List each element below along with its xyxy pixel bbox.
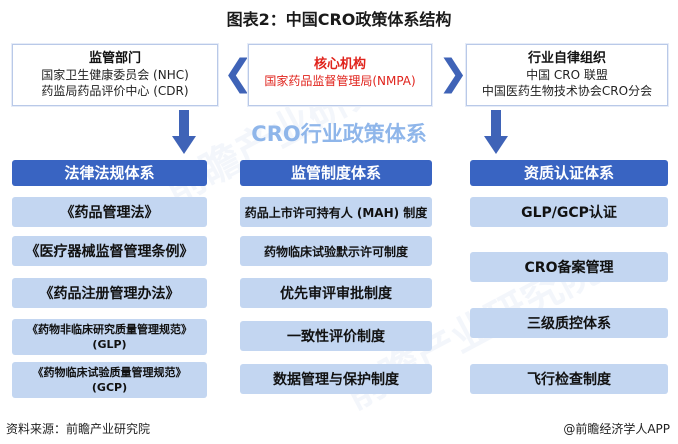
chevron-right-icon: ❯: [438, 53, 469, 94]
core-agency-heading: 核心机构: [313, 57, 366, 72]
down-arrow-icon: [172, 110, 196, 154]
regulatory-item-label: 一致性评价制度: [287, 329, 385, 345]
legal-item: 《药品管理法》: [12, 197, 207, 227]
regulatory-item: 优先审评审批制度: [240, 278, 432, 308]
column-header-qualification: 资质认证体系: [470, 160, 668, 186]
footer-brand-text: @前瞻经济学人APP: [563, 422, 670, 436]
qualification-item: 三级质控体系: [470, 308, 668, 338]
chart-title: 图表2：中国CRO政策体系结构: [226, 10, 452, 29]
regulatory-item-label: 优先审评审批制度: [280, 286, 392, 302]
legal-item: 《医疗器械监督管理条例》: [12, 236, 207, 266]
regulatory-item-label: 数据管理与保护制度: [273, 372, 399, 388]
column-header-legal: 法律法规体系: [12, 160, 207, 186]
regulatory-item: 一致性评价制度: [240, 321, 432, 351]
regulator-heading: 监管部门: [88, 51, 141, 66]
legal-item: 《药物临床试验质量管理规范》(GCP): [12, 362, 207, 398]
self-regulation-line: 中国医药生物技术协会CRO分会: [481, 84, 653, 98]
qualification-item-label: 飞行检查制度: [527, 372, 611, 388]
self-regulation-box: 行业自律组织 中国 CRO 联盟 中国医药生物技术协会CRO分会: [466, 44, 668, 106]
regulatory-item: 药品上市许可持有人 (MAH) 制度: [240, 197, 432, 227]
qualification-item-label: GLP/GCP认证: [521, 205, 617, 221]
qualification-item-label: 三级质控体系: [527, 316, 611, 332]
qualification-item: CRO备案管理: [470, 252, 668, 282]
regulator-line: 国家卫生健康委员会 (NHC): [41, 68, 189, 82]
legal-item-label: 《药品管理法》: [60, 205, 159, 221]
core-agency-box: 核心机构 国家药品监督管理局(NMPA): [248, 44, 432, 106]
regulatory-item-label: 药物临床试验默示许可制度: [263, 244, 408, 259]
legal-item-label: 《药品注册管理办法》: [39, 286, 180, 302]
qualification-item: 飞行检查制度: [470, 364, 668, 394]
legal-item-label: 《药物临床试验质量管理规范》(GCP): [32, 366, 187, 394]
regulatory-item-label: 药品上市许可持有人 (MAH) 制度: [244, 205, 428, 220]
qualification-item: GLP/GCP认证: [470, 197, 668, 227]
self-regulation-line: 中国 CRO 联盟: [526, 68, 608, 82]
core-agency-line: 国家药品监督管理局(NMPA): [264, 74, 416, 88]
legal-item: 《药品注册管理办法》: [12, 278, 207, 308]
regulatory-item: 数据管理与保护制度: [240, 364, 432, 394]
regulatory-item: 药物临床试验默示许可制度: [240, 236, 432, 266]
column-header-regulatory: 监管制度体系: [240, 160, 432, 186]
source-note: 资料来源：前瞻产业研究院: [6, 422, 151, 436]
regulator-box: 监管部门 国家卫生健康委员会 (NHC) 药监局药品评价中心 (CDR): [12, 44, 218, 106]
self-regulation-heading: 行业自律组织: [527, 51, 606, 66]
qualification-item-label: CRO备案管理: [524, 260, 614, 276]
regulator-line: 药监局药品评价中心 (CDR): [41, 84, 189, 98]
brand-credit: @前瞻经济学人APP: [563, 420, 670, 437]
down-arrow-icon: [484, 110, 508, 154]
policy-system-banner: CRO行业政策体系: [251, 122, 427, 146]
legal-item: 《药物非临床研究质量管理规范》(GLP): [12, 319, 207, 355]
legal-item-label: 《医疗器械监督管理条例》: [25, 244, 194, 260]
legal-item-label: 《药物非临床研究质量管理规范》(GLP): [27, 323, 192, 351]
